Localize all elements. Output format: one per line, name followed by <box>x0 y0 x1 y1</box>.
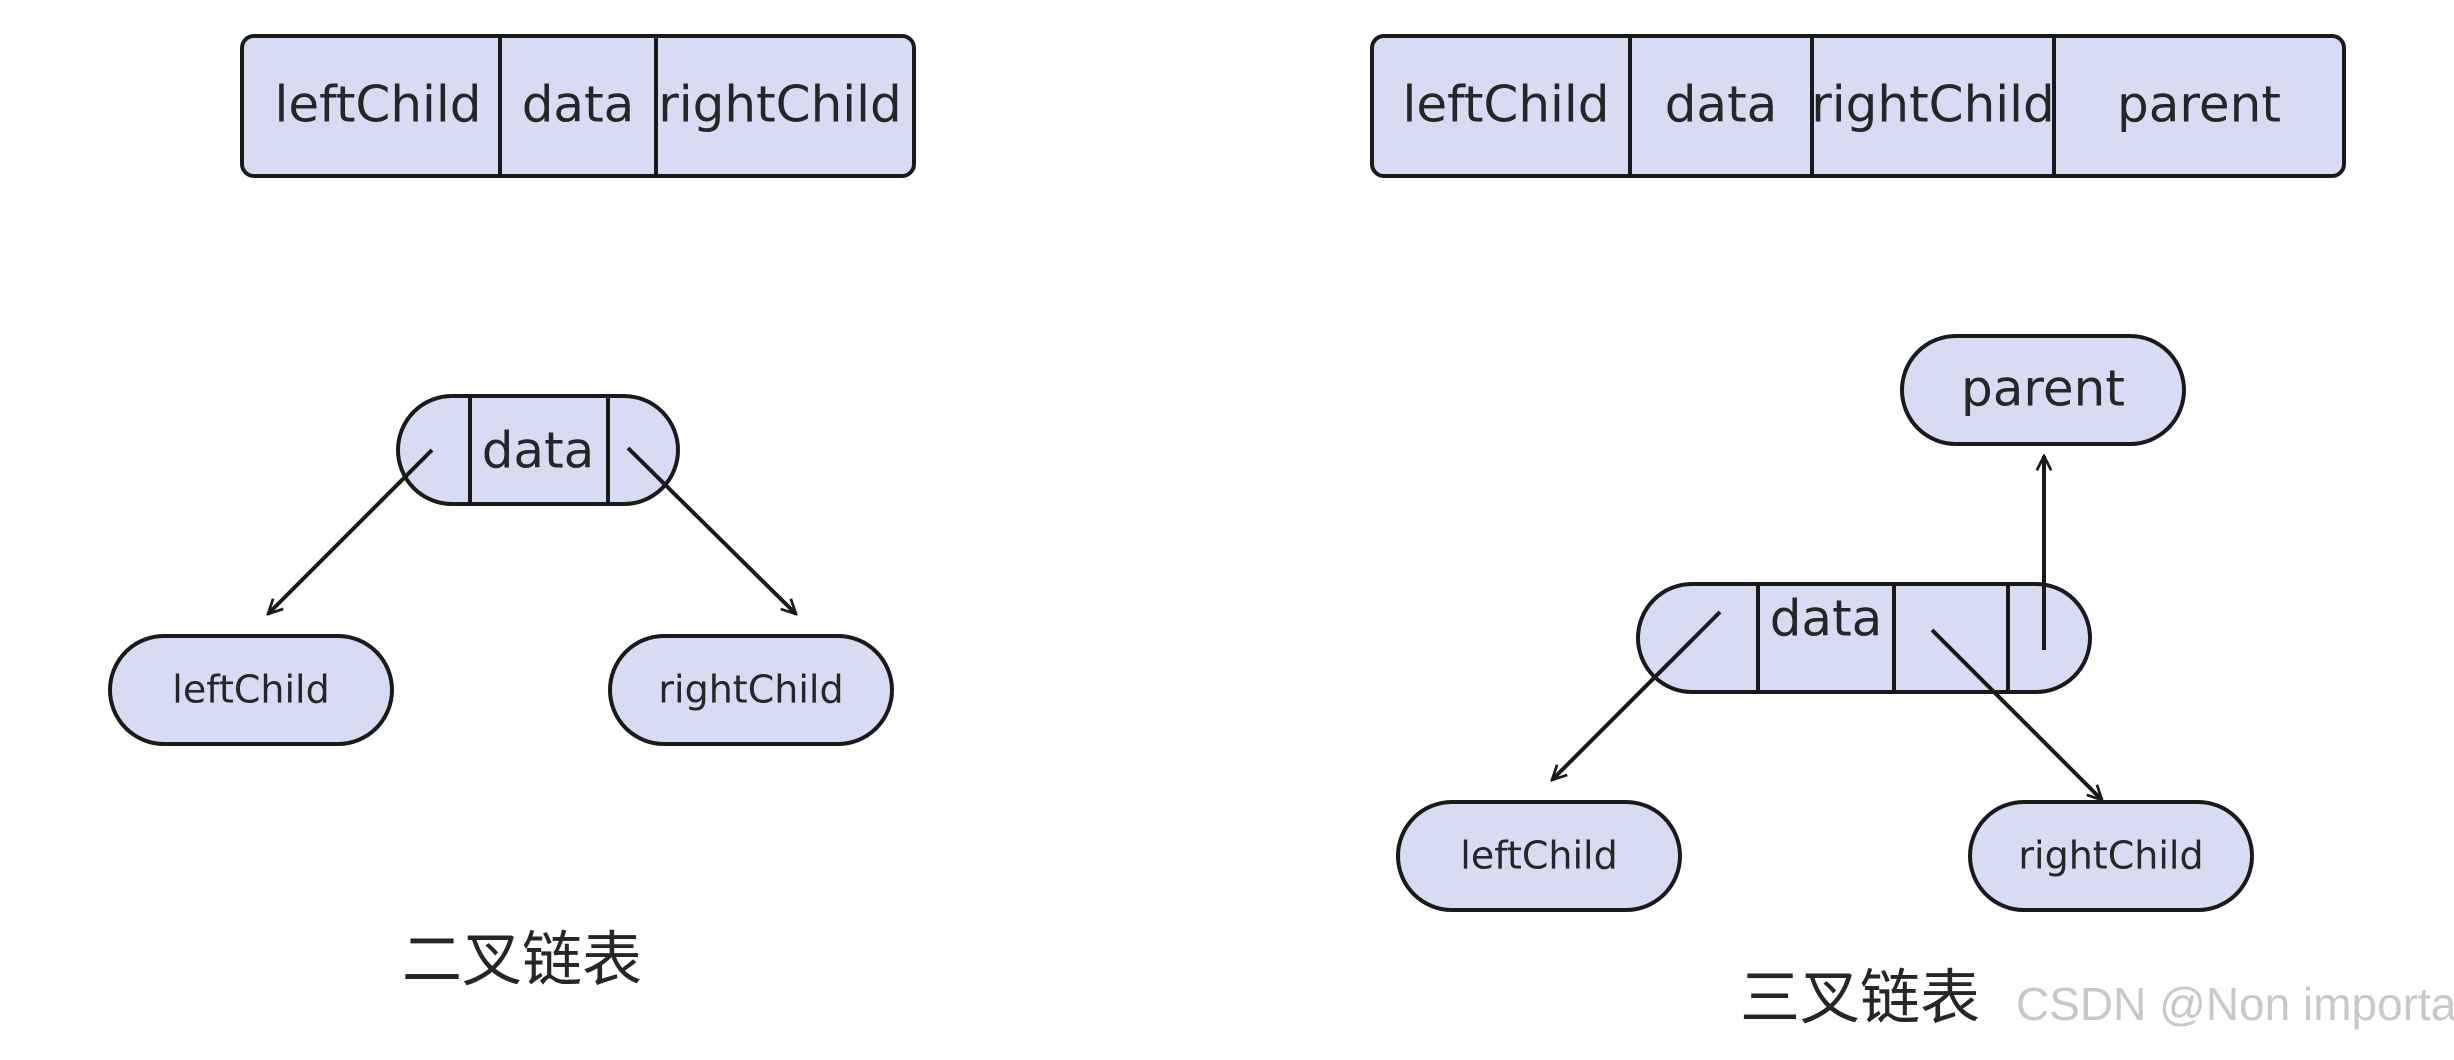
ternary-right-child: rightChild <box>1968 800 2254 912</box>
ternary-parent-box <box>1900 334 2186 446</box>
ternary-field-data: data <box>1665 76 1778 134</box>
binary-field-leftchild: leftChild <box>274 76 481 134</box>
watermark: CSDN @Non importa <box>2016 978 2454 1030</box>
binary-left-arrow <box>268 448 434 614</box>
binary-right-child-box <box>608 634 894 746</box>
ternary-parent: parent <box>1900 334 2186 446</box>
binary-left-child-label: leftChild <box>172 668 329 712</box>
ternary-right-child-box <box>1968 800 2254 912</box>
binary-right-arrow <box>626 446 796 614</box>
binary-node: data <box>396 394 680 506</box>
ternary-left-child-box <box>1396 800 1682 912</box>
ternary-parent-label: parent <box>1961 360 2125 418</box>
ternary-field-rightchild: rightChild <box>1811 76 2055 134</box>
ternary-node-box <box>1636 582 2092 694</box>
binary-struct-box <box>240 34 916 178</box>
ternary-field-parent: parent <box>2117 76 2281 134</box>
ternary-struct-box <box>1370 34 2346 178</box>
binary-field-data: data <box>522 76 635 134</box>
ternary-left-arrow <box>1552 610 1722 780</box>
ternary-left-child: leftChild <box>1396 800 1682 912</box>
binary-node-data: data <box>482 422 595 480</box>
binary-field-rightchild: rightChild <box>658 76 902 134</box>
binary-caption: 二叉链表 <box>402 926 642 996</box>
binary-left-child: leftChild <box>108 634 394 746</box>
binary-left-child-box <box>108 634 394 746</box>
ternary-right-child-label: rightChild <box>2018 834 2203 878</box>
ternary-node: data <box>1636 582 2092 694</box>
binary-struct: leftChild data rightChild <box>240 34 916 178</box>
ternary-right-arrow <box>1930 628 2102 800</box>
ternary-struct: leftChild data rightChild parent <box>1370 34 2346 178</box>
binary-right-child: rightChild <box>608 634 894 746</box>
ternary-caption: 三叉链表 <box>1740 964 1980 1034</box>
ternary-field-leftchild: leftChild <box>1402 76 1609 134</box>
binary-right-child-label: rightChild <box>658 668 843 712</box>
ternary-left-child-label: leftChild <box>1460 834 1617 878</box>
ternary-node-data: data <box>1770 590 1883 648</box>
